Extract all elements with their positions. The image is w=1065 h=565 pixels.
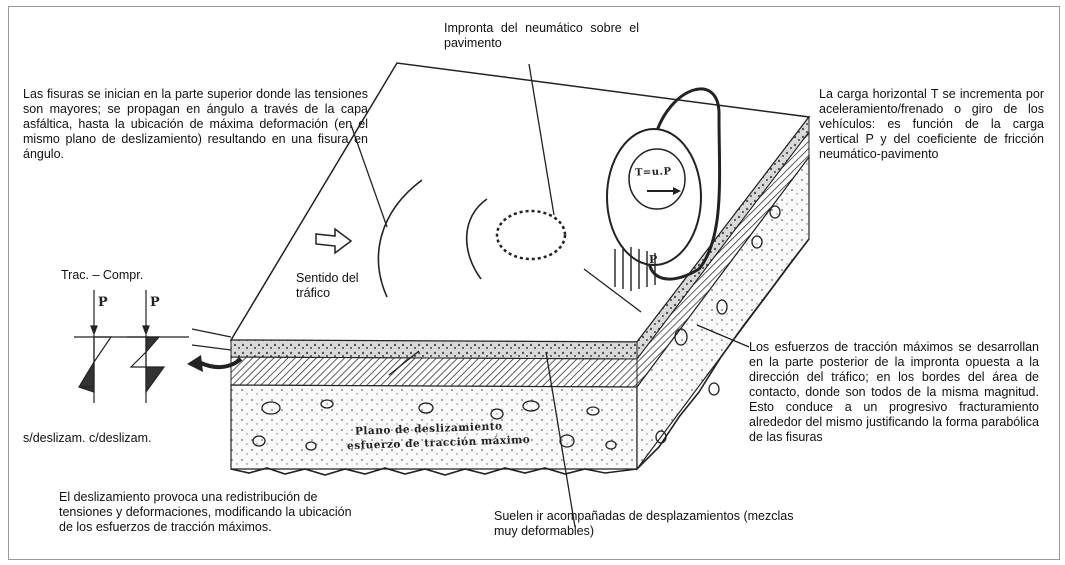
annotation-horizontal-load: La carga horizontal T se incrementa por … [819, 87, 1044, 162]
label-slip-states: s/deslizam. c/deslizam. [23, 431, 152, 446]
tire-p-label: P [649, 253, 658, 266]
load-p-label-1: P [98, 295, 109, 310]
diagram-frame: Impronta del neumático sobre el paviment… [8, 6, 1060, 560]
label-trac-compr: Trac. – Compr. [61, 268, 143, 283]
annotation-cracks-start: Las fisuras se inician en la parte super… [23, 87, 368, 162]
label-traffic-direction: Sentido del tráfico [296, 271, 376, 301]
tire-formula-label: T=u.P [635, 166, 672, 178]
annotation-displacements: Suelen ir acompañadas de desplazamientos… [494, 509, 799, 539]
annotation-tire-imprint: Impronta del neumático sobre el paviment… [444, 21, 639, 51]
annotation-tensile-stress: Los esfuerzos de tracción máximos se des… [749, 340, 1039, 445]
asphalt-wearing-layer [231, 340, 637, 359]
asphalt-binder-layer [231, 357, 637, 387]
stress-diagram-no-slip [74, 290, 149, 403]
annotation-slip-effect: El deslizamiento provoca una redistribuc… [59, 490, 354, 535]
load-p-label-2: P [150, 295, 161, 310]
